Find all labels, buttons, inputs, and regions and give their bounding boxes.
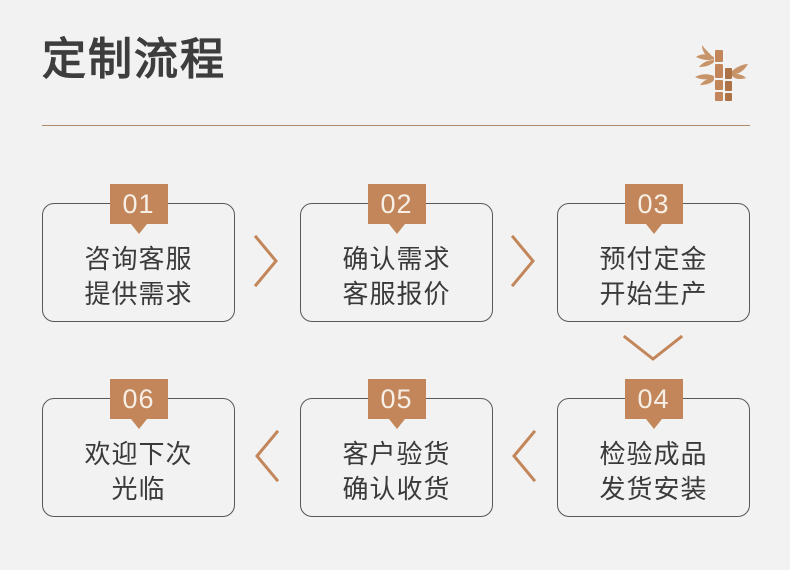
arrow-left-icon (508, 426, 540, 486)
step-number-badge: 05 (367, 379, 426, 429)
step-label: 欢迎下次 光临 (84, 439, 193, 504)
content-canvas: 定制流程 (0, 0, 790, 570)
arrow-right-icon (507, 231, 539, 291)
step-label: 咨询客服 提供需求 (84, 244, 193, 309)
flow-step-05[interactable]: 05 客户验货 确认收货 (300, 379, 493, 517)
arrow-down-icon (620, 332, 686, 366)
flow-step-06[interactable]: 06 欢迎下次 光临 (42, 379, 235, 517)
step-number-badge: 06 (109, 379, 168, 429)
flow-step-04[interactable]: 04 检验成品 发货安装 (557, 379, 750, 517)
bamboo-icon (692, 44, 748, 104)
flow-step-01[interactable]: 01 咨询客服 提供需求 (42, 184, 235, 322)
flow-step-03[interactable]: 03 预付定金 开始生产 (557, 184, 750, 322)
arrow-left-icon (251, 426, 283, 486)
step-label: 客户验货 确认收货 (342, 439, 451, 504)
flow-step-02[interactable]: 02 确认需求 客服报价 (300, 184, 493, 322)
step-label: 预付定金 开始生产 (599, 244, 708, 309)
step-label: 确认需求 客服报价 (342, 244, 451, 309)
step-number-badge: 04 (624, 379, 683, 429)
step-number-badge: 03 (624, 184, 683, 234)
step-number-badge: 02 (367, 184, 426, 234)
title-divider (42, 125, 750, 126)
page-title: 定制流程 (42, 35, 226, 84)
arrow-right-icon (250, 231, 282, 291)
step-label: 检验成品 发货安装 (599, 439, 708, 504)
step-number-badge: 01 (109, 184, 168, 234)
